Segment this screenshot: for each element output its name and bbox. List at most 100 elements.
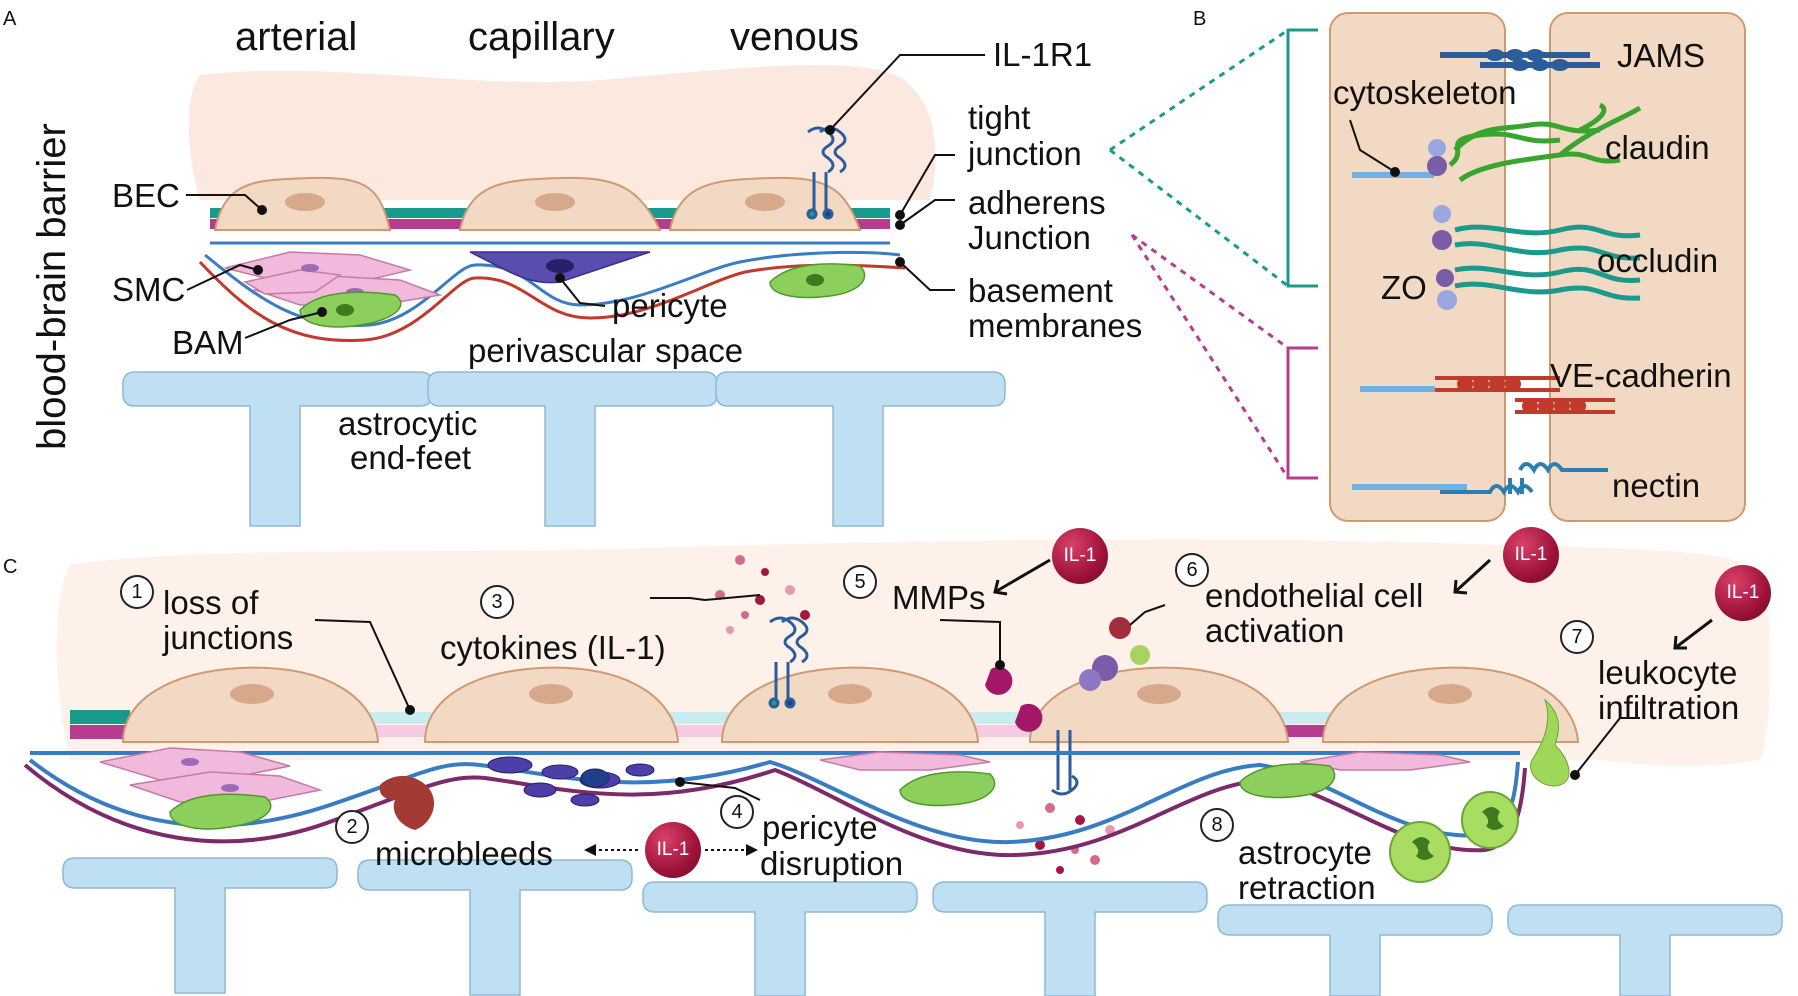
side-title: blood-brain barrier <box>30 123 74 450</box>
leader-dots-c <box>405 660 1580 787</box>
step-6-text-2: activation <box>1205 612 1345 649</box>
label-tight-2: junction <box>968 135 1082 172</box>
basement-purple-c <box>23 763 1527 858</box>
step-6-number: 6 <box>1175 553 1209 587</box>
claudin-molecule <box>1448 102 1642 183</box>
adherens-strip-c <box>70 725 130 739</box>
zoom-line-adherens-2 <box>1130 234 1290 479</box>
receptor-lower <box>1051 730 1079 796</box>
label-pericyte: pericyte <box>612 287 728 324</box>
mmp-1 <box>985 666 1013 695</box>
adherens-junction-bracket <box>1286 346 1318 480</box>
disrupted-pericyte <box>487 756 655 807</box>
mmp-2 <box>1015 703 1043 732</box>
panel-label-a: A <box>3 8 17 30</box>
label-smc: SMC <box>112 271 186 308</box>
astrocyte-end-feet <box>122 371 1006 527</box>
panel-label-c: C <box>3 556 18 578</box>
activation-molecules <box>1079 617 1150 691</box>
label-bec: BEC <box>112 177 180 214</box>
actin-filament-2 <box>1360 386 1435 392</box>
label-basement-1: basement <box>968 272 1113 309</box>
label-perivascular-space: perivascular space <box>468 332 744 369</box>
label-occludin: occludin <box>1597 242 1719 279</box>
step-8-text-1: astrocyte <box>1238 834 1372 871</box>
cytokine-particles-top <box>715 555 810 634</box>
label-claudin: claudin <box>1605 129 1710 166</box>
label-adherens-2: Junction <box>968 219 1091 256</box>
bam-cells <box>299 263 866 328</box>
step-1-text-2: junctions <box>163 619 294 656</box>
zoom-line-tight <box>1109 28 1289 152</box>
actin-filament-3 <box>1352 484 1467 490</box>
il1-badge-activation: IL-1 <box>1503 527 1559 583</box>
step-2-text: microbleeds <box>375 835 553 872</box>
panel-b <box>1109 12 1746 522</box>
label-bam: BAM <box>172 324 244 361</box>
smc-cells-c <box>99 747 1471 803</box>
label-nectin: nectin <box>1612 467 1701 504</box>
step-3-number: 3 <box>480 585 514 619</box>
label-tight-1: tight <box>968 99 1031 136</box>
ve-cadherin-molecule <box>1435 376 1615 414</box>
bec-cells <box>213 176 862 231</box>
label-basement-2: membranes <box>968 307 1143 344</box>
step-1-text-1: loss of <box>163 584 259 621</box>
nuclei-c <box>230 684 1472 704</box>
step-7-text-1: leukocyte <box>1598 654 1738 691</box>
zo-cluster-1 <box>1427 139 1447 176</box>
il1-badge-microbleeds: IL-1 <box>645 822 701 878</box>
step-4-text-1: pericyte <box>762 809 878 846</box>
step-2-number: 2 <box>335 810 369 844</box>
tight-junction-bracket <box>1286 28 1318 288</box>
blood-lumen <box>188 64 936 200</box>
step-8-text-2: retraction <box>1238 869 1376 906</box>
segment-venous: venous <box>730 15 859 59</box>
label-jams: JAMS <box>1617 37 1706 74</box>
step-7-text-2: infiltration <box>1598 689 1740 726</box>
panel-c <box>23 539 1783 996</box>
tight-strip-c <box>70 710 130 724</box>
label-il1r1: IL-1R1 <box>993 36 1093 73</box>
panel-label-b: B <box>1193 8 1207 30</box>
leader-lines-a <box>186 54 985 339</box>
zoom-line-adherens <box>1131 233 1289 350</box>
il1-arrows <box>993 558 1713 650</box>
basement-blue-c <box>28 758 1520 845</box>
label-astrocytic-2: end-feet <box>350 439 472 476</box>
il1-badge-mmps: IL-1 <box>1052 528 1108 584</box>
nectin-molecule <box>1440 462 1608 496</box>
zo-cluster-2 <box>1432 205 1457 310</box>
step-4-number: 4 <box>720 795 754 829</box>
astrocyte-end-feet-c <box>62 857 1783 996</box>
label-zo: ZO <box>1381 269 1427 306</box>
step-6-text-1: endothelial cell <box>1205 577 1424 614</box>
leader-dots-a <box>253 125 905 317</box>
panel-a <box>122 54 1006 527</box>
step-4-text-2: disruption <box>760 845 904 882</box>
segment-capillary: capillary <box>468 15 615 59</box>
basement-membrane-red <box>198 260 906 343</box>
label-ve-cadherin: VE-cadherin <box>1550 357 1732 394</box>
bec-cells-c <box>121 666 1580 743</box>
occludin-molecule <box>1454 224 1641 301</box>
jams-molecule <box>1440 49 1600 71</box>
step-1-number: 1 <box>120 575 154 609</box>
cytoskeleton-leader <box>1349 119 1396 173</box>
step-8-number: 8 <box>1200 808 1234 842</box>
step-3-text: cytokines (IL-1) <box>440 629 666 666</box>
step-5-text: MMPs <box>892 579 986 616</box>
label-adherens-1: adherens <box>968 184 1106 221</box>
zoom-line-tight-2 <box>1109 148 1289 288</box>
microbleed <box>379 775 435 830</box>
arrowhead-right <box>746 844 758 856</box>
arrowhead-left <box>584 844 596 856</box>
leukocytes <box>1389 698 1570 883</box>
il1r1-receptor-c <box>768 616 809 709</box>
cell-right <box>1549 12 1746 522</box>
leader-lines-c <box>314 594 1640 801</box>
bam-cells-c <box>169 763 1336 830</box>
step-5-number: 5 <box>843 565 877 599</box>
label-astrocytic-1: astrocytic <box>338 405 478 442</box>
